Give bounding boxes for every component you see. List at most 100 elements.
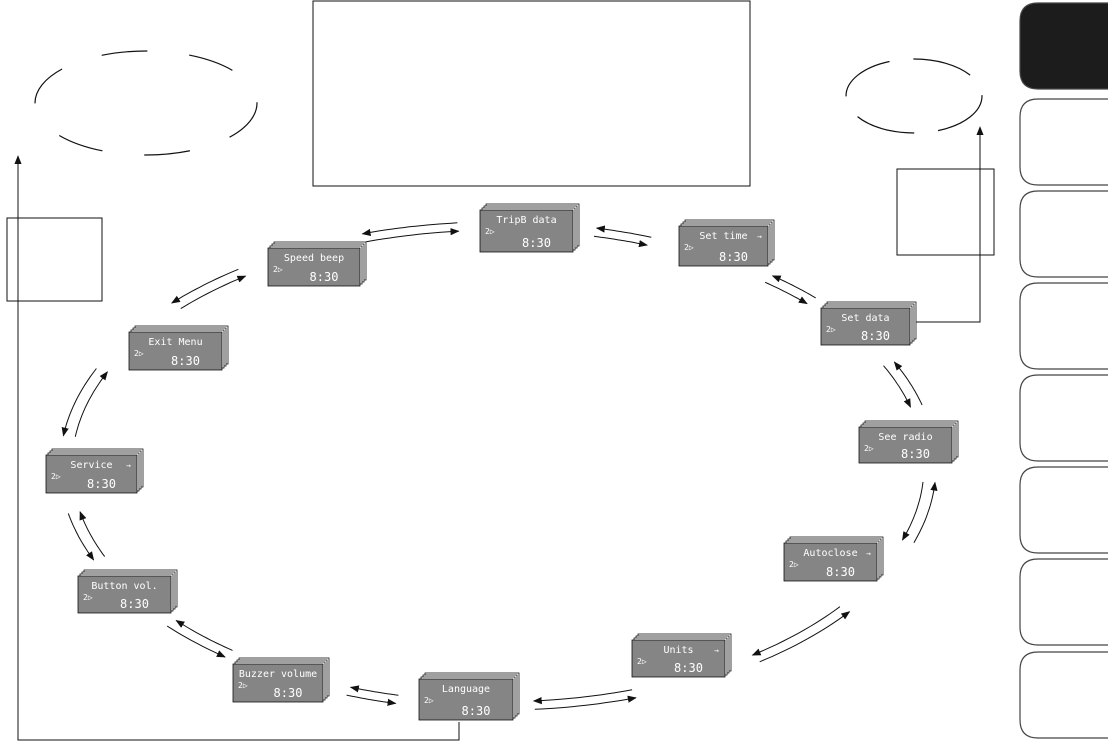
volume-indicator: 2▷ xyxy=(485,227,495,236)
submenu-arrow-icon: → xyxy=(866,549,871,558)
forward-arrow xyxy=(79,510,106,557)
screen-label: Autoclose xyxy=(803,548,857,559)
screen-time-value: 8:30 xyxy=(462,704,491,718)
chapter-tab-3[interactable] xyxy=(1019,190,1108,278)
screen-face xyxy=(77,575,172,614)
chapter-tab-4[interactable] xyxy=(1019,282,1108,370)
screen-face xyxy=(858,426,953,464)
screen-face xyxy=(820,307,911,346)
backward-arrow xyxy=(759,611,851,663)
screen-time-value: 8:30 xyxy=(310,270,339,284)
volume-indicator: 2▷ xyxy=(51,472,61,481)
volume-indicator: 2▷ xyxy=(134,349,144,358)
backward-arrow xyxy=(67,513,95,561)
left-callout-box xyxy=(6,217,103,302)
menu-screen-autoclose: Autoclose → 2▷ 8:30 xyxy=(783,536,884,582)
forward-arrow xyxy=(175,620,233,651)
forward-arrow xyxy=(366,228,460,243)
exit-connector-line xyxy=(14,155,460,741)
screen-label: Speed beep xyxy=(284,253,344,264)
screen-label: Language xyxy=(442,684,490,695)
cycle-arrows xyxy=(61,222,938,710)
screen-label: Set data xyxy=(841,313,889,324)
forward-arrow xyxy=(883,365,911,408)
forward-arrow xyxy=(532,689,633,705)
volume-indicator: 2▷ xyxy=(789,560,799,569)
volume-indicator: 2▷ xyxy=(684,243,694,252)
menu-screen-service: Service→2▷8:30 xyxy=(45,448,144,494)
screen-time-value: 8:30 xyxy=(120,597,149,611)
volume-indicator: 2▷ xyxy=(424,696,434,705)
left-dashed-ellipse xyxy=(34,50,258,156)
right-callout-box xyxy=(896,168,995,256)
screen-time-value: 8:30 xyxy=(674,661,703,675)
forward-arrow xyxy=(349,685,399,696)
menu-screen-language: Language 2▷ 8:30 xyxy=(418,672,520,721)
chapter-tab-6[interactable] xyxy=(1019,466,1108,554)
volume-indicator: 2▷ xyxy=(637,657,647,666)
screen-label: Buzzer volume xyxy=(239,669,317,680)
screen-time-value: 8:30 xyxy=(719,250,748,264)
chapter-tab-1[interactable] xyxy=(1019,2,1108,90)
screen-time-value: 8:30 xyxy=(87,477,116,491)
backward-arrow xyxy=(171,268,239,304)
menu-screen-setdata: Set data 2▷ 8:30 xyxy=(820,301,917,346)
screen-label: TripB data xyxy=(496,215,556,226)
screen-face xyxy=(45,454,138,494)
backward-arrow xyxy=(771,275,816,299)
volume-indicator: 2▷ xyxy=(238,681,248,690)
screen-face xyxy=(631,639,726,678)
backward-arrow xyxy=(166,625,226,658)
screen-face xyxy=(783,542,878,582)
screen-label: Button vol. xyxy=(91,581,157,592)
submenu-arrow-icon: → xyxy=(757,232,762,241)
menu-screen-settime: Set time → 2▷ 8:30 xyxy=(678,219,775,267)
screen-label: Units xyxy=(663,645,693,656)
screen-face xyxy=(479,209,574,253)
screen-time-value: 8:30 xyxy=(901,447,930,461)
chapter-tab-7[interactable] xyxy=(1019,558,1108,646)
backward-arrow xyxy=(346,694,397,706)
backward-arrow xyxy=(893,361,923,406)
screen-time-value: 8:30 xyxy=(826,565,855,579)
volume-indicator: 2▷ xyxy=(83,593,93,602)
forward-arrow xyxy=(764,281,808,305)
volume-indicator: 2▷ xyxy=(864,444,874,453)
right-dashed-ellipse xyxy=(845,58,983,134)
forward-arrow xyxy=(180,275,247,310)
menu-screen-button: Button vol.2▷ 8:30 xyxy=(77,569,178,614)
caption-box xyxy=(312,0,751,187)
backward-arrow xyxy=(534,695,637,710)
chapter-tab-2[interactable] xyxy=(1019,98,1108,186)
chapter-tab-5[interactable] xyxy=(1019,374,1108,462)
screen-label: Set time xyxy=(699,231,747,242)
screen-face xyxy=(418,678,514,721)
screen-label: Exit Menu xyxy=(148,337,202,348)
submenu-arrow-icon: → xyxy=(714,646,719,655)
set-data-connector-line xyxy=(916,126,984,323)
menu-screen-units: Units → 2▷ 8:30 xyxy=(631,633,732,678)
forward-arrow xyxy=(593,235,648,248)
screen-face xyxy=(128,331,223,371)
backward-arrow xyxy=(361,222,458,236)
screen-time-value: 8:30 xyxy=(274,686,303,700)
volume-indicator: 2▷ xyxy=(826,325,836,334)
forward-arrow xyxy=(74,371,108,437)
screen-label: Service xyxy=(70,460,112,471)
chapter-tab-8[interactable] xyxy=(1019,651,1108,739)
backward-arrow xyxy=(61,368,97,437)
backward-arrow xyxy=(595,225,652,238)
backward-arrow xyxy=(913,481,938,543)
screen-face xyxy=(678,225,769,267)
screen-face xyxy=(232,663,324,703)
screen-time-value: 8:30 xyxy=(861,329,890,343)
screen-face xyxy=(267,247,361,287)
screen-time-value: 8:30 xyxy=(522,236,551,250)
